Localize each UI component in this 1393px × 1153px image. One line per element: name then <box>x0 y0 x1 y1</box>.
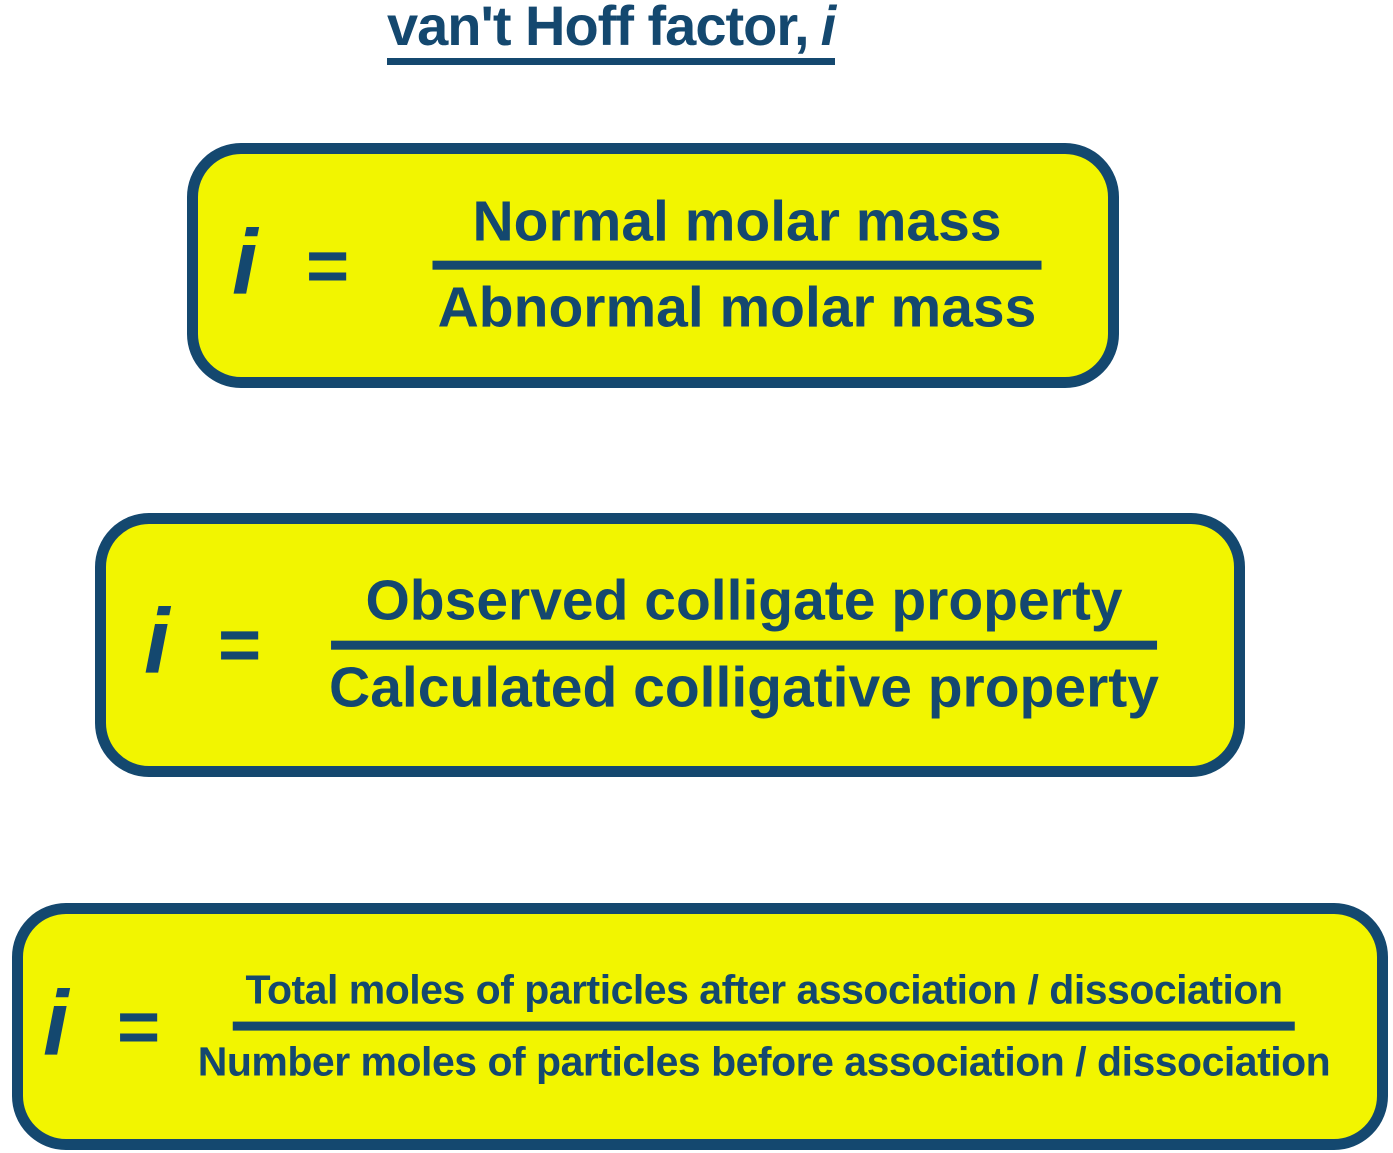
lhs-symbol: i <box>144 590 170 693</box>
fraction-bar <box>232 1022 1295 1031</box>
equals-sign: = <box>117 984 161 1068</box>
fraction: Observed colligate property Calculated c… <box>329 568 1159 721</box>
equation-box-moles-of-particles: i = Total moles of particles after assoc… <box>12 903 1388 1150</box>
numerator: Normal molar mass <box>472 189 1002 254</box>
equals-sign: = <box>218 603 262 686</box>
numerator: Total moles of particles after associati… <box>245 966 1283 1013</box>
fraction: Total moles of particles after associati… <box>197 966 1331 1086</box>
lhs-symbol: i <box>232 210 258 313</box>
denominator: Calculated colligative property <box>329 655 1159 720</box>
denominator: Number moles of particles before associa… <box>197 1039 1331 1085</box>
equation-box-colligative-property: i = Observed colligate property Calculat… <box>95 513 1245 777</box>
page-title-symbol: i <box>820 0 837 57</box>
equals-sign: = <box>306 223 350 307</box>
denominator: Abnormal molar mass <box>437 276 1037 340</box>
equation-box-molar-mass: i = Normal molar mass Abnormal molar mas… <box>187 143 1119 388</box>
fraction: Normal molar mass Abnormal molar mass <box>432 189 1042 341</box>
page-title-text: van't Hoff factor, <box>387 0 810 57</box>
fraction-bar <box>331 640 1157 650</box>
numerator: Observed colligate property <box>365 568 1123 633</box>
lhs-symbol: i <box>43 971 69 1074</box>
page-title: van't Hoff factor,i <box>387 0 837 66</box>
fraction-bar <box>432 261 1042 270</box>
